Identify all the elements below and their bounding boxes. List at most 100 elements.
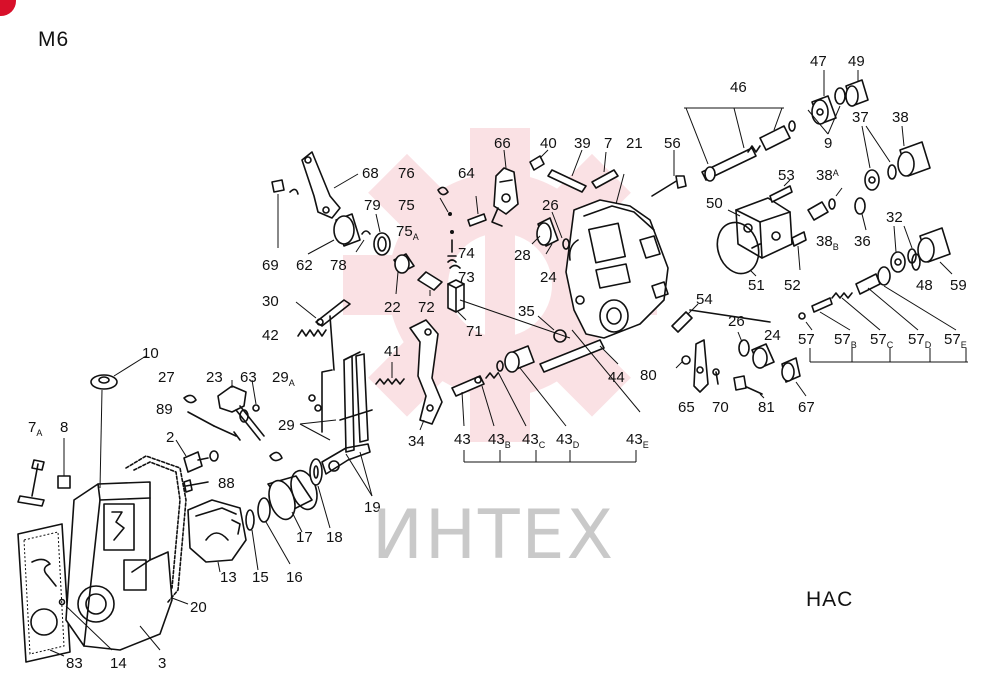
label-53: 53 xyxy=(778,167,795,184)
label-20: 20 xyxy=(190,599,207,616)
label-43: 43 xyxy=(454,431,471,448)
part-54-screw xyxy=(671,303,699,333)
label-81: 81 xyxy=(758,399,775,416)
label-67: 67 xyxy=(798,399,815,416)
label-28: 28 xyxy=(514,247,531,264)
label-38: 38 xyxy=(892,109,909,126)
label-2: 2 xyxy=(166,429,174,446)
part-29-lever-assembly xyxy=(299,351,373,453)
label-39: 39 xyxy=(574,135,591,152)
part-89-rod xyxy=(187,411,241,441)
part-44-rod xyxy=(539,339,619,373)
part-49-cap xyxy=(834,70,869,107)
label-19: 19 xyxy=(364,499,381,516)
part-20-gasket xyxy=(125,455,189,605)
label-71: 71 xyxy=(466,323,483,340)
label-76: 76 xyxy=(398,165,415,182)
part-27-clip xyxy=(183,394,197,404)
part-80-screw xyxy=(675,355,691,369)
part-48-ring xyxy=(911,253,921,271)
part-50-valve-body xyxy=(727,197,793,259)
part-57-valve-assembly xyxy=(798,266,968,363)
label-3: 3 xyxy=(158,655,166,672)
label-30: 30 xyxy=(262,293,279,310)
label-26b: 26 xyxy=(728,313,745,330)
label-22: 22 xyxy=(384,299,401,316)
part-coupling xyxy=(751,343,775,369)
part-clip-small xyxy=(269,451,283,462)
label-18: 18 xyxy=(326,529,343,546)
part-32-nut xyxy=(890,225,917,273)
label-42: 42 xyxy=(262,327,279,344)
part-59-cap xyxy=(917,227,953,275)
part-3-pump-housing xyxy=(65,481,173,651)
part-26-o-ring-right xyxy=(737,331,750,357)
part-66-governor-arm xyxy=(491,149,519,227)
part-17-sleeve xyxy=(267,469,318,533)
part-74-spacer xyxy=(447,239,457,263)
label-80: 80 xyxy=(640,367,657,384)
part-39-rod xyxy=(547,149,587,193)
part-2-bracket xyxy=(175,439,219,473)
part-24-pin xyxy=(545,243,553,255)
part-7-bolt xyxy=(591,151,619,189)
label-62: 62 xyxy=(296,257,313,274)
part-62-ring xyxy=(307,213,361,255)
label-8: 8 xyxy=(60,419,68,436)
label-68: 68 xyxy=(362,165,379,182)
label-24b: 24 xyxy=(764,327,781,344)
label-83: 83 xyxy=(66,655,83,672)
label-40: 40 xyxy=(540,135,557,152)
part-8-nut xyxy=(57,438,71,489)
label-35: 35 xyxy=(518,303,535,320)
part-79-o-ring xyxy=(373,213,391,256)
part-75-washer xyxy=(439,197,454,234)
part-40-screw xyxy=(529,149,549,171)
label-44: 44 xyxy=(608,369,625,386)
label-66: 66 xyxy=(494,135,511,152)
label-46: 46 xyxy=(730,79,747,96)
label-43e: 43E xyxy=(626,431,649,450)
part-23-shaft-assembly xyxy=(217,380,265,441)
part-42-spring xyxy=(297,329,327,337)
part-15-ring xyxy=(245,509,259,571)
label-52: 52 xyxy=(784,277,801,294)
label-59: 59 xyxy=(950,277,967,294)
label-38b: 38B xyxy=(816,233,839,252)
label-37: 37 xyxy=(852,109,869,126)
label-54: 54 xyxy=(696,291,713,308)
watermark-text: ИНТЕХ xyxy=(372,496,616,575)
label-69: 69 xyxy=(262,257,279,274)
part-labels: 10 7A 8 83 14 3 20 13 15 16 17 18 19 88 … xyxy=(28,53,967,672)
part-51-gasket xyxy=(716,221,760,277)
part-10-cap xyxy=(90,355,147,489)
part-14-pin xyxy=(58,598,113,651)
part-63-pin xyxy=(251,379,260,412)
part-69-bolt xyxy=(271,179,299,248)
part-68-lever xyxy=(301,151,359,219)
part-88-bolt xyxy=(183,479,209,493)
part-38a-plug xyxy=(807,187,843,221)
part-28-bushing xyxy=(531,217,559,247)
model-code: M6 xyxy=(38,28,70,51)
label-7: 7 xyxy=(604,135,612,152)
part-76-clip xyxy=(437,186,449,196)
part-line-to-21 xyxy=(459,299,641,413)
part-37-nut xyxy=(861,125,897,191)
label-24: 24 xyxy=(540,269,557,286)
label-57: 57 xyxy=(798,331,815,348)
part-46-rod-assembly xyxy=(684,107,796,182)
part-22-bushing xyxy=(393,253,415,295)
label-10: 10 xyxy=(142,345,159,362)
label-15: 15 xyxy=(252,569,269,586)
label-41: 41 xyxy=(384,343,401,360)
label-79: 79 xyxy=(364,197,381,214)
label-57e: 57E xyxy=(944,331,967,350)
part-36-ring xyxy=(854,197,867,231)
label-9: 9 xyxy=(824,135,832,152)
label-88: 88 xyxy=(218,475,235,492)
label-29a: 29A xyxy=(272,369,295,388)
part-83-lead xyxy=(49,649,65,657)
label-75: 75 xyxy=(398,197,415,214)
label-21: 21 xyxy=(626,135,643,152)
